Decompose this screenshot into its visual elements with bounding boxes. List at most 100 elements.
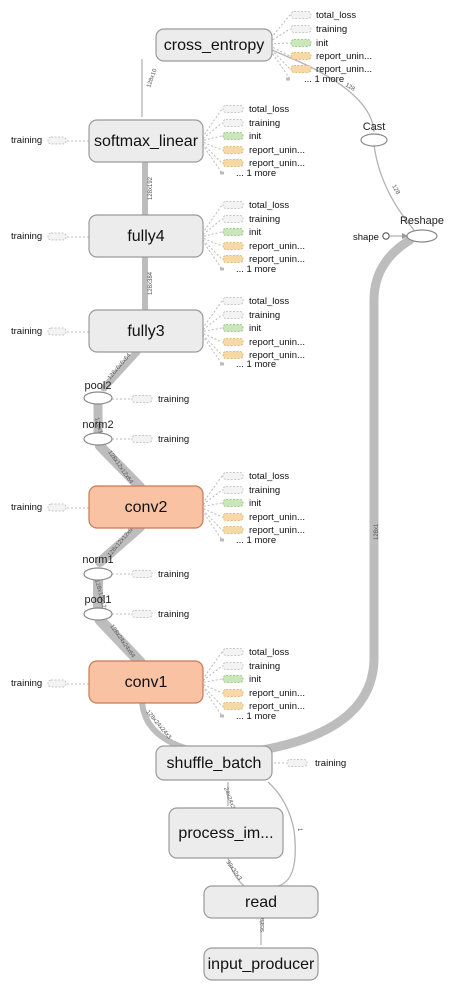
edge-process-read[interactable] — [227, 857, 245, 887]
op-reshape[interactable]: Reshape — [400, 215, 444, 243]
edge-conv2-norm1[interactable] — [95, 522, 145, 567]
op-shape[interactable]: shape — [353, 232, 390, 243]
aux-item-total-loss[interactable]: total_loss — [222, 647, 289, 658]
aux-pill-icon — [290, 65, 312, 73]
edge-label-norm2-conv2: 128x12x12x64 — [106, 450, 134, 486]
edge-fully3-pool2[interactable] — [100, 348, 141, 392]
aux-item-report-uninit[interactable]: report_unin... — [222, 688, 305, 699]
node-label: input_producer — [208, 956, 315, 973]
edge-cast-ce[interactable] — [271, 49, 375, 133]
node-input-producer[interactable]: input_producer — [203, 947, 319, 981]
aux-item-more[interactable]: ... 1 more — [220, 264, 276, 275]
aux-edge — [199, 506, 223, 541]
aux-item-label: report_unin... — [249, 241, 305, 252]
training-input-fully4[interactable]: training — [11, 231, 97, 242]
aux-item-report-uninit-2[interactable]: report_unin... — [222, 158, 305, 169]
node-label: read — [245, 894, 277, 911]
node-shuffle-batch[interactable]: shuffle_batch — [155, 745, 273, 781]
aux-item-training[interactable]: training — [222, 118, 280, 129]
edge-label-pool1-conv1: 128x24x24x64 — [108, 624, 136, 660]
aux-item-init[interactable]: init — [222, 227, 262, 238]
aux-item-report-uninit-2[interactable]: report_unin... — [222, 525, 305, 536]
aux-item-label: init — [249, 227, 262, 238]
arrow-shape-reshape — [402, 233, 408, 239]
node-conv1[interactable]: conv1 — [88, 660, 204, 704]
aux-item-more[interactable]: ... 1 more — [286, 74, 344, 85]
edge-label-reshape-shuffle: 128x1 — [374, 523, 380, 540]
training-input-conv2[interactable]: training — [11, 502, 97, 513]
edge-pool1-conv1[interactable] — [94, 614, 146, 668]
aux-edge — [199, 506, 223, 518]
aux-item-total-loss[interactable]: total_loss — [222, 296, 289, 307]
training-input-conv1[interactable]: training — [11, 678, 97, 689]
node-cross-entropy[interactable]: cross_entropy — [155, 28, 273, 62]
training-input-fully3[interactable]: training — [11, 326, 97, 337]
aux-item-training[interactable]: training — [222, 310, 280, 321]
aux-item-report-uninit-2[interactable]: report_unin... — [222, 701, 305, 712]
aux-item-report-uninit[interactable]: report_unin... — [222, 241, 305, 252]
aux-item-more[interactable]: ... 1 more — [220, 711, 276, 722]
aux-outputs-pool2: training — [112, 394, 189, 405]
training-input-softmax[interactable]: training — [11, 135, 97, 146]
edge-conv1-shuffle[interactable] — [139, 699, 188, 751]
node-fully3[interactable]: fully3 — [88, 309, 204, 353]
aux-item-report-uninit[interactable]: report_unin... — [290, 51, 372, 62]
aux-item-total-loss[interactable]: total_loss — [222, 200, 289, 211]
aux-item-training[interactable]: training — [222, 661, 280, 672]
aux-item-report-uninit-2[interactable]: report_unin... — [222, 254, 305, 265]
aux-item-training[interactable]: training — [222, 214, 280, 225]
op-norm1[interactable]: norm1 — [82, 554, 114, 581]
edge-read-shuffle[interactable] — [267, 781, 296, 887]
training-input-icon — [47, 503, 67, 512]
aux-item-training[interactable]: training — [131, 569, 189, 580]
edge-reshape-cast[interactable] — [373, 144, 415, 231]
aux-pill-icon — [222, 338, 244, 346]
aux-item-training[interactable]: training — [286, 758, 346, 769]
aux-item-training[interactable]: training — [131, 434, 189, 445]
aux-item-init[interactable]: init — [222, 323, 262, 334]
aux-item-init[interactable]: init — [222, 674, 262, 685]
aux-item-total-loss[interactable]: total_loss — [290, 10, 356, 21]
aux-item-report-uninit-2[interactable]: report_unin... — [290, 64, 372, 75]
node-read[interactable]: read — [203, 885, 319, 919]
aux-outputs-norm2: training — [112, 434, 189, 445]
aux-item-init[interactable]: init — [222, 498, 262, 509]
aux-item-training[interactable]: training — [290, 24, 347, 35]
op-cast[interactable]: Cast — [360, 121, 388, 147]
edge-label-cast-reshape: 128 — [390, 184, 401, 196]
node-conv2[interactable]: conv2 — [88, 485, 204, 529]
node-fully4[interactable]: fully4 — [88, 214, 204, 258]
node-softmax-linear[interactable]: softmax_linear — [88, 119, 204, 163]
aux-item-training[interactable]: training — [222, 485, 280, 496]
aux-item-more[interactable]: ... 1 more — [220, 168, 276, 179]
aux-pill-icon — [290, 39, 312, 47]
edge-norm2-conv2[interactable] — [95, 441, 145, 492]
aux-more-icon — [286, 77, 290, 81]
edge-label-input-read: scalar — [260, 916, 266, 932]
aux-item-total-loss[interactable]: total_loss — [222, 471, 289, 482]
aux-item-more[interactable]: ... 1 more — [220, 535, 276, 546]
edge-shuffle-reshape[interactable] — [257, 235, 415, 755]
op-norm2[interactable]: norm2 — [82, 419, 114, 446]
aux-item-label: training — [249, 310, 280, 321]
aux-item-total-loss[interactable]: total_loss — [222, 104, 289, 115]
aux-item-more[interactable]: ... 1 more — [220, 359, 276, 370]
node-label: shuffle_batch — [167, 755, 262, 772]
op-pool2[interactable]: pool2 — [83, 380, 113, 405]
aux-pill-icon — [222, 242, 244, 250]
aux-item-init[interactable]: init — [222, 131, 262, 142]
op-ellipse — [83, 391, 113, 405]
aux-item-label: report_unin... — [249, 701, 305, 712]
aux-item-report-uninit[interactable]: report_unin... — [222, 512, 305, 523]
node-process-im[interactable]: process_im... — [168, 807, 284, 859]
aux-item-training[interactable]: training — [131, 609, 189, 620]
aux-item-report-uninit[interactable]: report_unin... — [222, 337, 305, 348]
aux-item-init[interactable]: init — [290, 38, 329, 49]
aux-edge — [199, 204, 223, 238]
aux-edge — [199, 682, 223, 694]
aux-pill-icon — [222, 228, 244, 236]
aux-item-report-uninit-2[interactable]: report_unin... — [222, 350, 305, 361]
aux-item-report-uninit[interactable]: report_unin... — [222, 145, 305, 156]
op-pool1[interactable]: pool1 — [83, 594, 113, 621]
aux-item-training[interactable]: training — [131, 394, 189, 405]
